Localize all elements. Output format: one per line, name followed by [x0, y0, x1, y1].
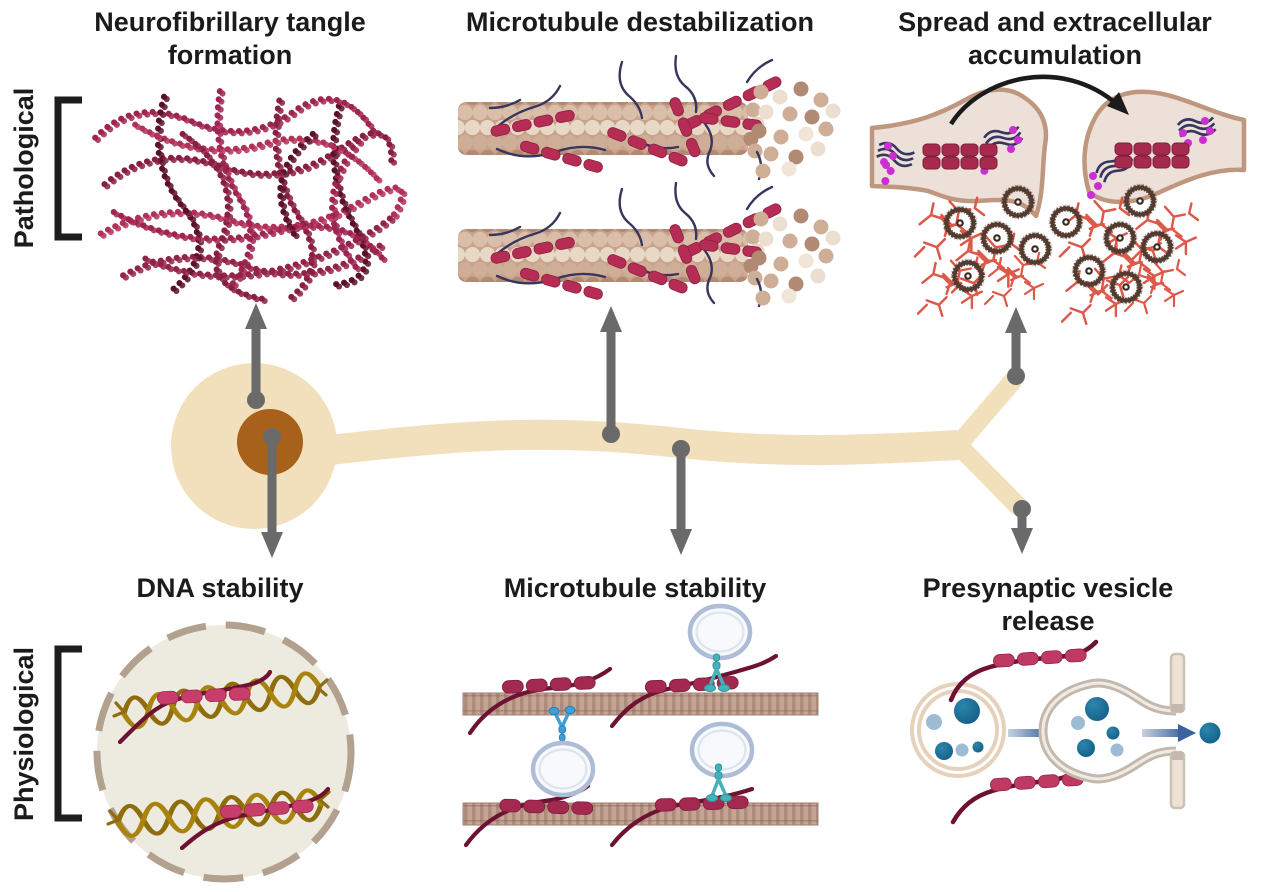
tau-on-dna-2 [179, 786, 331, 851]
pathological-label: Pathological [9, 87, 39, 249]
panel-title-destabilization: Microtubule destabilization [460, 6, 820, 39]
panel-title-dna: DNA stability [60, 572, 380, 605]
spread-arrow [949, 74, 1120, 126]
link-arrows [245, 303, 1033, 558]
title-line: Neurofibrillary tangle [94, 7, 366, 37]
dna-end-stubs [106, 678, 331, 826]
release-arrow [1142, 724, 1196, 742]
tau-presynaptic-upper [948, 639, 1099, 703]
nuclear-membrane [93, 621, 355, 883]
pathological-bracket [54, 96, 82, 241]
panel-title-stability: Microtubule stability [470, 572, 800, 605]
arrow-soma-to-tangle [245, 303, 267, 409]
dna-stability-illustration [93, 621, 355, 883]
extracellular-tau-deposits [913, 185, 1200, 326]
title-line: formation [167, 40, 293, 70]
arrow-branch-to-presynaptic [1011, 500, 1033, 554]
arrow-axon-to-destabilization [600, 306, 622, 443]
presynaptic-release-illustration [910, 639, 1221, 825]
neurofibrillary-tangle-illustration [95, 91, 404, 302]
tau-on-dna-1 [117, 669, 273, 745]
panel-title-spread: Spread and extracellular accumulation [885, 6, 1225, 72]
title-line: Presynaptic vesicle release [922, 573, 1174, 636]
physiological-bracket [54, 645, 82, 822]
title-line: accumulation [967, 40, 1143, 70]
title-line: Microtubule destabilization [465, 7, 815, 37]
panel-title-neurofibrillary: Neurofibrillary tangle formation [70, 6, 390, 72]
neuron [171, 363, 1028, 529]
physiological-label: Physiological [9, 646, 39, 822]
microtubule-destabilization-illustration [458, 56, 841, 306]
spread-arrowhead [1107, 92, 1129, 115]
panel-title-presynaptic: Presynaptic vesicle release [880, 572, 1216, 638]
title-line: DNA stability [136, 573, 304, 603]
arrow-axon-to-stability [670, 440, 692, 555]
tau-presynaptic-lower [950, 765, 1085, 825]
axon-branch-upper [948, 372, 1022, 455]
fused-vesicle-membrane [1038, 678, 1177, 784]
arrow-branch-to-spread [1005, 307, 1027, 385]
released-neurotransmitter [1199, 722, 1221, 744]
synaptic-vesicle [910, 682, 1006, 778]
arrow-nucleus-to-dna [261, 428, 283, 558]
axon-branch-lower [948, 435, 1028, 516]
microtubule-stability-illustration [462, 606, 819, 848]
spread-illustration [869, 74, 1247, 326]
plasma-membrane-channel [1169, 652, 1186, 810]
title-line: Microtubule stability [503, 573, 767, 603]
axon [320, 419, 959, 466]
title-line: Spread and extracellular [898, 7, 1212, 37]
